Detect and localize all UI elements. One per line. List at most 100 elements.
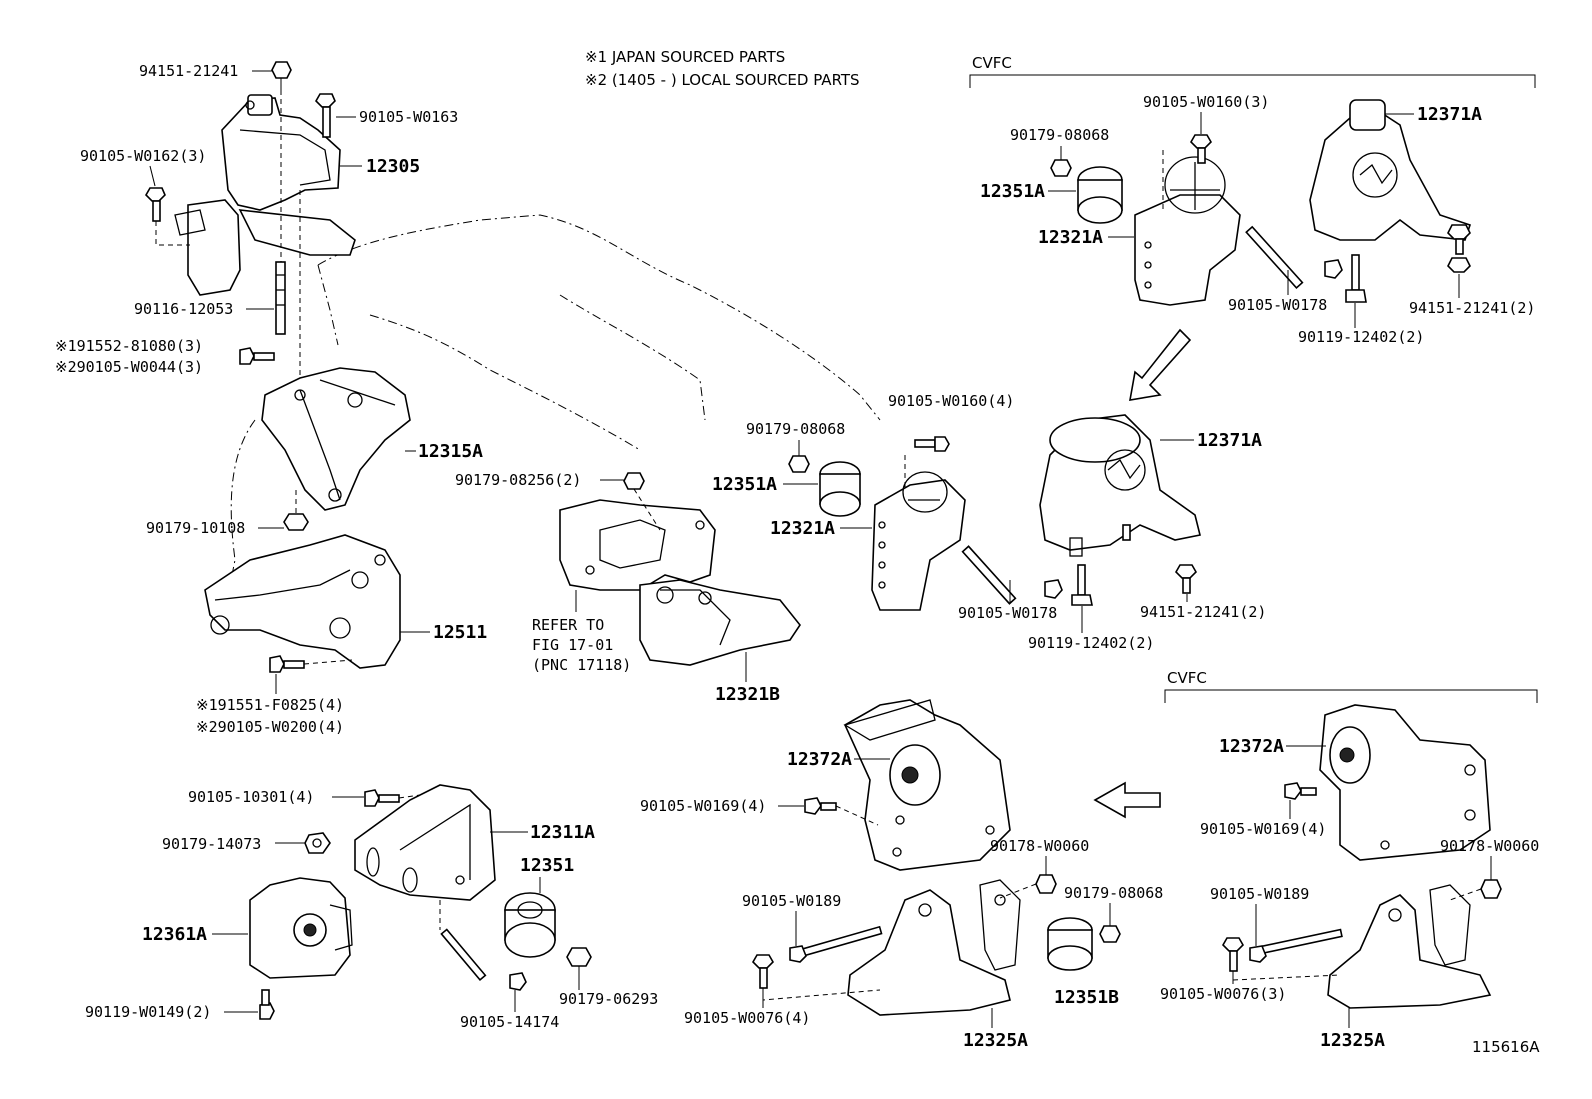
bolt-191551-f0825 (269, 655, 353, 673)
label-94151-21241-mid: 94151-21241(2) (1140, 603, 1266, 621)
label-12351b: 12351B (1054, 987, 1119, 1008)
label-12372a-right: 12372A (1219, 736, 1284, 757)
label-90105-w0160-3: 90105-W0160(3) (1143, 93, 1269, 111)
part-12361a-mount (249, 877, 353, 979)
bolt-90105-w0076-mid (752, 954, 881, 1001)
label-12372a-mid: 12372A (787, 749, 852, 770)
nut-90179-06293 (566, 947, 592, 967)
part-12351-bushing (504, 892, 556, 958)
part-12371a-mount-mid (1039, 414, 1201, 557)
label-90105-w0189-right: 90105-W0189 (1210, 885, 1309, 903)
label-12371a-top: 12371A (1417, 104, 1482, 125)
label-90116-12053: 90116-12053 (134, 300, 233, 318)
bolt-90105-w0178-top (1245, 225, 1343, 290)
label-90179-06293: 90179-06293 (559, 990, 658, 1008)
part-12315a-bracket (261, 367, 411, 511)
bolt-90105-w0169-mid (804, 797, 879, 826)
label-12315a: 12315A (418, 441, 483, 462)
part-12372a-mount-mid (843, 699, 1011, 871)
bolt-90105-w0160-top (1162, 134, 1212, 210)
label-90179-08068-low: 90179-08068 (1064, 884, 1163, 902)
bolt-90105-w0169-right (1284, 782, 1317, 800)
engine-outline (224, 214, 881, 611)
label-90179-08256: 90179-08256(2) (455, 471, 581, 489)
bolt-90105-w0162 (145, 187, 190, 246)
label-90179-14073: 90179-14073 (162, 835, 261, 853)
part-12321a-bracket-top (1134, 156, 1241, 306)
nut-90179-08068-mid (788, 455, 810, 473)
part-12351a-bushing-mid (819, 461, 861, 517)
part-12305-mount (174, 94, 356, 296)
bolt-90105-14174 (439, 900, 527, 991)
label-90105-w0169-right: 90105-W0169(4) (1200, 820, 1326, 838)
bolt-90119-12402-mid (1071, 564, 1093, 606)
part-12321b-bracket (559, 499, 716, 591)
label-12351a-mid: 12351A (712, 474, 777, 495)
label-12321a-mid: 12321A (770, 518, 835, 539)
arrow-left (1093, 781, 1161, 819)
cvfc-bottom-label: CVFC (1167, 669, 1207, 687)
cvfc-bottom-bracket: CVFC (1164, 669, 1538, 703)
cvfc-top-bracket: CVFC (969, 54, 1536, 88)
label-94151-21241: 94151-21241 (139, 62, 238, 80)
label-90119-12402-top: 90119-12402(2) (1298, 328, 1424, 346)
label-90119-12402-mid: 90119-12402(2) (1028, 634, 1154, 652)
bolt-90105-w0160-mid (904, 436, 950, 490)
nut-90179-08068-top (1050, 159, 1072, 177)
label-12371a-mid: 12371A (1197, 430, 1262, 451)
bolt-94151-21241-mid (1122, 524, 1197, 594)
bolt-90105-w0189-mid (789, 925, 883, 963)
part-12325a-bracket-right (1327, 884, 1492, 1009)
labels: 94151-21241 90105-W0163 90105-W0162(3) 1… (55, 62, 1539, 1051)
nut-90179-08068-low (1099, 925, 1121, 943)
label-90105-w0162: 90105-W0162(3) (80, 147, 206, 165)
stud-90116-12053 (275, 90, 301, 380)
label-191552-81080: ※191552-81080(3) (55, 337, 203, 355)
label-pnc-17118: (PNC 17118) (532, 656, 631, 674)
nut-90179-10108 (283, 490, 309, 531)
part-12311a-bracket (354, 784, 496, 901)
bolt-90105-10301 (364, 789, 421, 807)
label-12321a-top: 12321A (1038, 227, 1103, 248)
label-90105-14174: 90105-14174 (460, 1013, 559, 1031)
label-12511: 12511 (433, 622, 487, 643)
part-12321a-bracket-mid (871, 471, 966, 611)
label-90178-w0060-mid: 90178-W0060 (990, 837, 1089, 855)
part-12325a-bracket-mid (847, 879, 1021, 1016)
label-90179-10108: 90179-10108 (146, 519, 245, 537)
label-12325a-right: 12325A (1320, 1030, 1385, 1051)
label-290105-w0200: ※290105-W0200(4) (196, 718, 344, 736)
part-12371a-mount-top (1309, 99, 1472, 241)
label-12311a: 12311A (530, 822, 595, 843)
part-12351b-bushing (1047, 917, 1093, 971)
part-12372a-mount-right (1319, 704, 1491, 861)
bolt-90119-12402-top (1345, 254, 1367, 303)
bolt-90105-w0189-right (1249, 928, 1343, 963)
label-90105-w0178-mid: 90105-W0178 (958, 604, 1057, 622)
bolt-90105-w0163 (315, 93, 336, 138)
nut-90179-08256 (623, 472, 661, 531)
label-12361a: 12361A (142, 924, 207, 945)
bolt-94151-21241-top (1447, 224, 1471, 273)
label-191551-f0825: ※191551-F0825(4) (196, 696, 344, 714)
label-290105-w0044: ※290105-W0044(3) (55, 358, 203, 376)
part-12511-bracket (204, 534, 401, 669)
label-12321b: 12321B (715, 684, 780, 705)
label-90105-w0163: 90105-W0163 (359, 108, 458, 126)
label-90179-08068-top: 90179-08068 (1010, 126, 1109, 144)
figure-id: 115616A (1472, 1038, 1540, 1056)
label-refer-to: REFER TO (532, 616, 604, 634)
label-94151-21241-top: 94151-21241(2) (1409, 299, 1535, 317)
nut-90178-w0060-right (1449, 879, 1502, 901)
label-12351a-top: 12351A (980, 181, 1045, 202)
label-fig-17-01: FIG 17-01 (532, 636, 613, 654)
label-90119-w0149: 90119-W0149(2) (85, 1003, 211, 1021)
part-12351a-bushing-top (1077, 166, 1123, 224)
label-12325a-mid: 12325A (963, 1030, 1028, 1051)
label-90105-w0169-mid: 90105-W0169(4) (640, 797, 766, 815)
label-12351: 12351 (520, 855, 574, 876)
label-12305: 12305 (366, 156, 420, 177)
arrow-down-left (1129, 328, 1192, 401)
bolt-90119-w0149 (259, 989, 275, 1020)
